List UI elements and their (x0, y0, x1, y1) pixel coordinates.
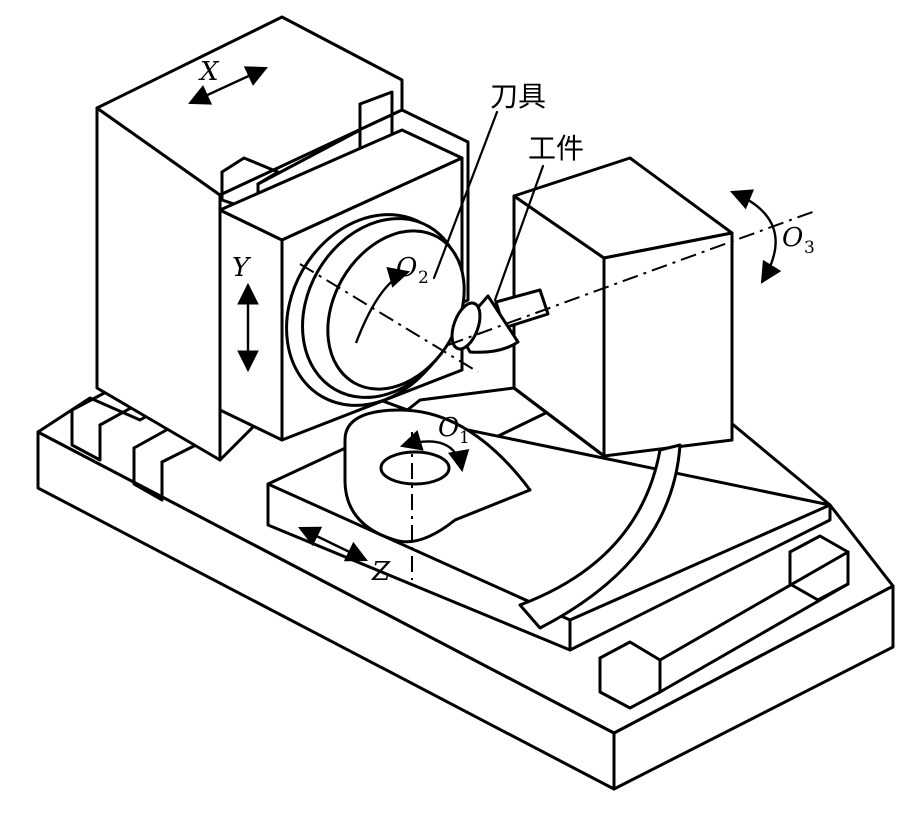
o1-label: O 1 (438, 413, 470, 448)
x-axis-label: X (198, 57, 220, 87)
workpiece-headstock (368, 156, 734, 458)
z-axis-arrow (298, 526, 368, 562)
tool-leader-line (432, 110, 499, 280)
o3-label: O 3 (782, 223, 815, 258)
tool-disc (285, 213, 466, 407)
svg-text:O: O (396, 253, 417, 283)
svg-text:3: 3 (804, 238, 815, 258)
x-axis-arrow (188, 66, 268, 105)
o3-rotation-arrow (730, 189, 782, 284)
z-axis-label: Z (371, 557, 391, 587)
svg-text:O: O (782, 223, 803, 253)
svg-text:O: O (438, 413, 459, 443)
y-axis-label: Y (232, 253, 252, 283)
curved-guide (518, 443, 682, 630)
svg-text:1: 1 (459, 428, 470, 448)
workpiece-leader-line (493, 164, 545, 302)
tool-label: 刀具 (490, 80, 546, 113)
workpiece-shaft (450, 288, 550, 354)
rotary-table (343, 408, 532, 544)
o2-label: O 2 (396, 253, 429, 288)
workpiece-label: 工件 (528, 132, 584, 165)
axis-o3 (447, 209, 819, 346)
svg-text:2: 2 (418, 268, 429, 288)
axis-o2 (299, 263, 479, 373)
